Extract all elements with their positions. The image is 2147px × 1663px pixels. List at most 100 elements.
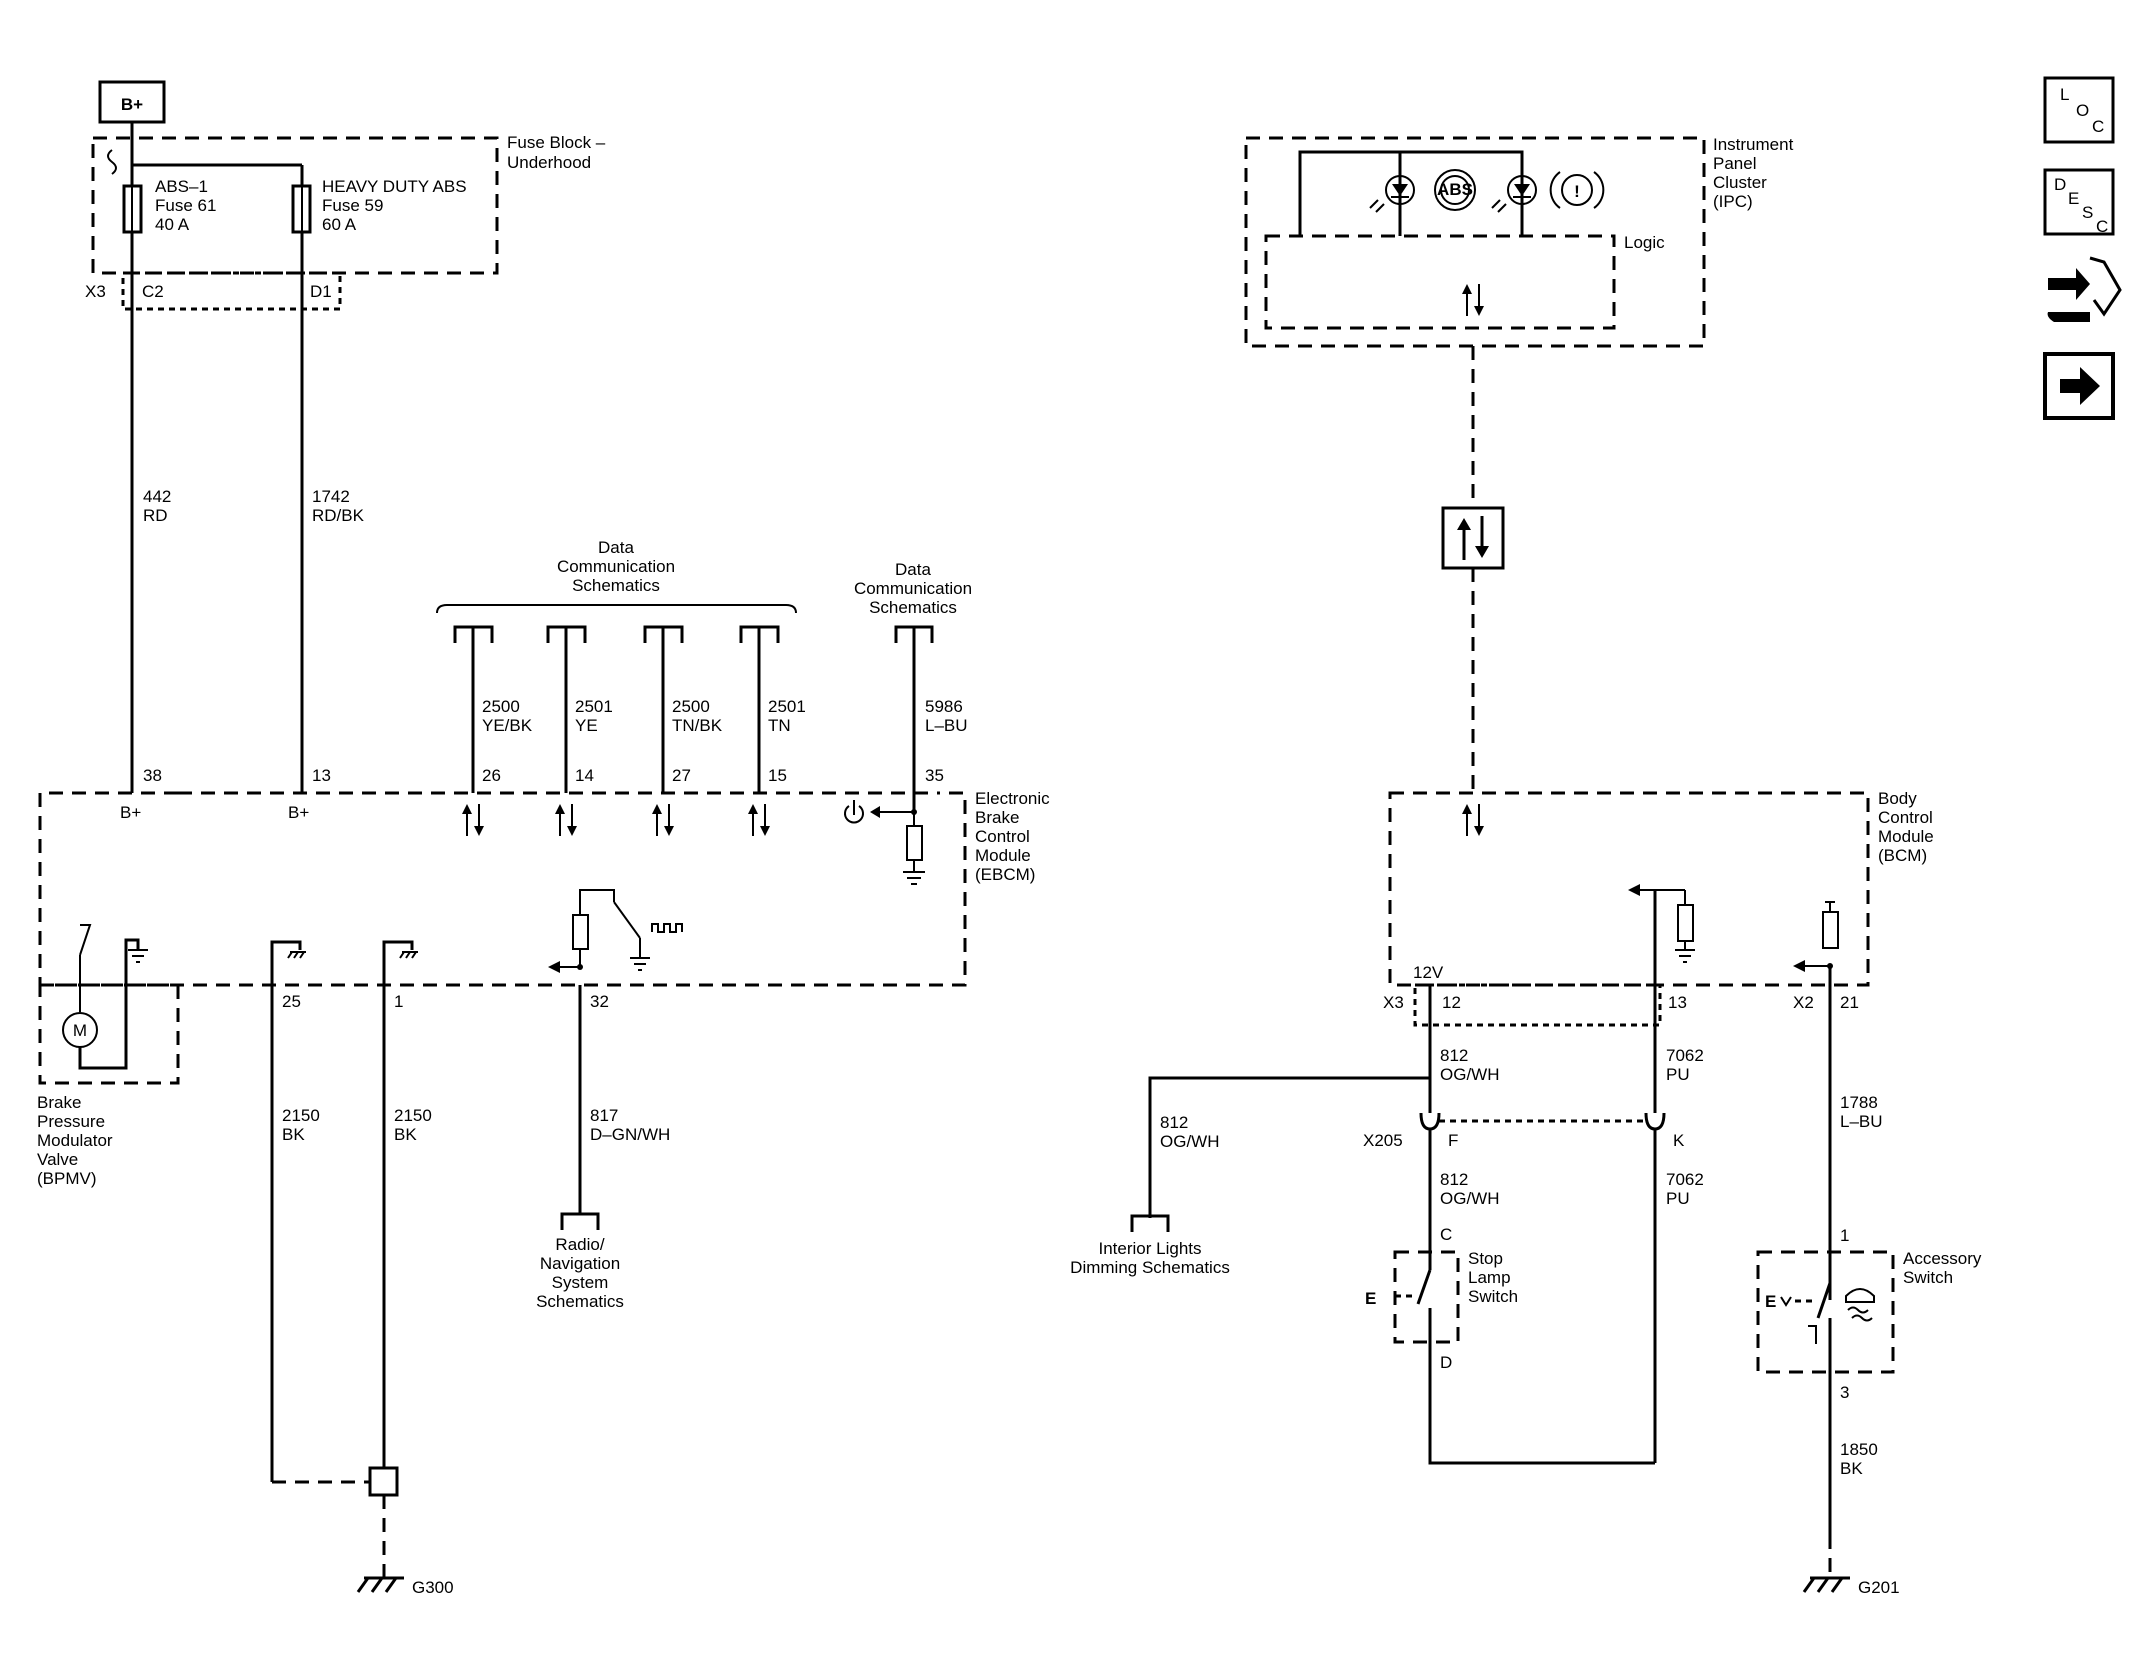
data-comm-group-line1: Data (598, 538, 634, 557)
description-view-button[interactable]: D E S C (2043, 168, 2115, 236)
battery-positive-box: B+ (98, 80, 166, 124)
wire-442-circuit: 442 (143, 487, 171, 506)
bpmv-title-5: (BPMV) (37, 1169, 97, 1188)
ebcm-pin-38: 38 (143, 766, 162, 785)
wire-2501a-circuit: 2501 (575, 697, 613, 716)
x205-pin-k: K (1673, 1131, 1685, 1150)
ebcm-pin-35: 35 (925, 766, 944, 785)
bpmv-title-3: Modulator (37, 1131, 113, 1150)
fuse-right-name: HEAVY DUTY ABS (322, 177, 467, 196)
ebcm-title-4: Module (975, 846, 1031, 865)
chassis-ground-icon-25 (287, 951, 306, 959)
ipc-title-1: Instrument (1713, 135, 1794, 154)
abs-indicator-led-icon (1369, 175, 1415, 213)
bcm-12v-label: 12V (1413, 963, 1444, 982)
ebcm-output-switch (613, 901, 641, 939)
wire-2150a-circuit: 2150 (282, 1106, 320, 1125)
wire-812b-color: OG/WH (1160, 1132, 1220, 1151)
ground-g300-icon (356, 1576, 404, 1593)
wire-2500a-circuit: 2500 (482, 697, 520, 716)
bpmv-title-2: Pressure (37, 1112, 105, 1131)
radio-title-3: System (552, 1273, 609, 1292)
accessory-switch: 1 Accessory Switch E 3 (1756, 1226, 1982, 1462)
wire-812c-color: OG/WH (1440, 1189, 1500, 1208)
wire-1788-color: L–BU (1840, 1112, 1883, 1131)
service-repair-icon[interactable] (2047, 256, 2122, 322)
bpmv-title-1: Brake (37, 1093, 81, 1112)
ipc-outline (1244, 136, 1706, 348)
ebcm-output-resistor (572, 914, 589, 950)
wire-1788-circuit: 1788 (1840, 1093, 1878, 1112)
bcm-outline (1388, 791, 1870, 987)
ipc-title-2: Panel (1713, 154, 1756, 173)
data-comm-single-line2: Communication (854, 579, 972, 598)
ground-g300-label: G300 (412, 1578, 454, 1597)
fuse-left-number: Fuse 61 (155, 196, 216, 215)
ebcm-title-5: (EBCM) (975, 865, 1035, 884)
ebcm-pin-26: 26 (482, 766, 501, 785)
stop-lamp-contact (1416, 1269, 1432, 1305)
wire-2501b-color: TN (768, 716, 791, 735)
brake-warning-icon: ! (1549, 171, 1605, 209)
wire-5986-circuit: 5986 (925, 697, 963, 716)
desc-c-glyph: C (2096, 217, 2108, 236)
wire-2150b-circuit: 2150 (394, 1106, 432, 1125)
next-page-button[interactable] (2043, 352, 2115, 420)
ebcm-pin-14: 14 (575, 766, 594, 785)
wire-2501a-color: YE (575, 716, 598, 735)
ipc-title-4: (IPC) (1713, 192, 1753, 211)
wire-7062a-circuit: 7062 (1666, 1046, 1704, 1065)
data-communication-schematics-single: Data Communication Schematics (854, 560, 972, 643)
stop-lamp-e-mark: E (1365, 1289, 1376, 1308)
bcm-module: Body Control Module (BCM) 12V X3 12 13 X… (1383, 789, 1934, 1012)
fuse-block-title-1: Fuse Block – (507, 133, 606, 152)
radio-title-1: Radio/ (555, 1235, 604, 1254)
bcm-title-3: Module (1878, 827, 1934, 846)
bpmv-outline (38, 983, 180, 1085)
motor-label: M (73, 1021, 87, 1040)
bcm-ground-icon (1675, 949, 1695, 963)
ipc-logic-box (1264, 234, 1616, 330)
stop-lamp-pin-d: D (1440, 1353, 1452, 1372)
data-comm-group-line2: Communication (557, 557, 675, 576)
bcm-pin-13: 13 (1668, 993, 1687, 1012)
wire-1850-circuit: 1850 (1840, 1440, 1878, 1459)
ebcm-pin-15: 15 (768, 766, 787, 785)
bcm-title-1: Body (1878, 789, 1917, 808)
wire-7062b-color: PU (1666, 1189, 1690, 1208)
accessory-title-1: Accessory (1903, 1249, 1982, 1268)
bcm-connector-x3: X3 (1383, 993, 1404, 1012)
connector-x205: X205 F K (1363, 1112, 1685, 1150)
ground-g201-icon (1802, 1576, 1850, 1593)
abs-lamp-label: ABS (1437, 180, 1473, 199)
wire-1742-color: RD/BK (312, 506, 365, 525)
loc-l-glyph: L (2060, 85, 2069, 104)
ebcm-module: Electronic Brake Control Module (EBCM) 3… (38, 766, 1050, 1011)
location-view-button[interactable]: L O C (2043, 76, 2115, 144)
desc-d-glyph: D (2054, 175, 2066, 194)
stop-lamp-switch: C Stop Lamp Switch E D (1365, 1225, 1518, 1460)
fuse-left-name: ABS–1 (155, 177, 208, 196)
ground-icon (630, 957, 650, 971)
fuse-right-amps: 60 A (322, 215, 357, 234)
ipc-title-3: Cluster (1713, 173, 1767, 192)
ebcm-outline (38, 791, 967, 987)
ipc-data-arrows-icon (1462, 284, 1484, 316)
desc-s-glyph: S (2082, 203, 2093, 222)
ebcm-bplus-2: B+ (288, 803, 309, 822)
stop-lamp-title-2: Lamp (1468, 1268, 1511, 1287)
bcm-connector-x3-outline (1413, 983, 1662, 1027)
wire-7062b-circuit: 7062 (1666, 1170, 1704, 1189)
fuse-block-underhood: Fuse Block – Underhood ABS–1 Fuse 61 40 … (91, 133, 606, 275)
wire-7062a-color: PU (1666, 1065, 1690, 1084)
power-symbol-icon (844, 800, 864, 824)
ebcm-bplus-1: B+ (120, 803, 141, 822)
wire-5986-color: L–BU (925, 716, 968, 735)
ebcm-pin-27: 27 (672, 766, 691, 785)
wire-817-color: D–GN/WH (590, 1125, 670, 1144)
wire-812b-circuit: 812 (1160, 1113, 1188, 1132)
stop-lamp-title-1: Stop (1468, 1249, 1503, 1268)
data-comm-single-line3: Schematics (869, 598, 957, 617)
data-communication-schematics-group: Data Communication Schematics (436, 538, 797, 643)
bpmv-valve: M Brake Pressure Modulator Valve (BPMV) (37, 924, 180, 1188)
